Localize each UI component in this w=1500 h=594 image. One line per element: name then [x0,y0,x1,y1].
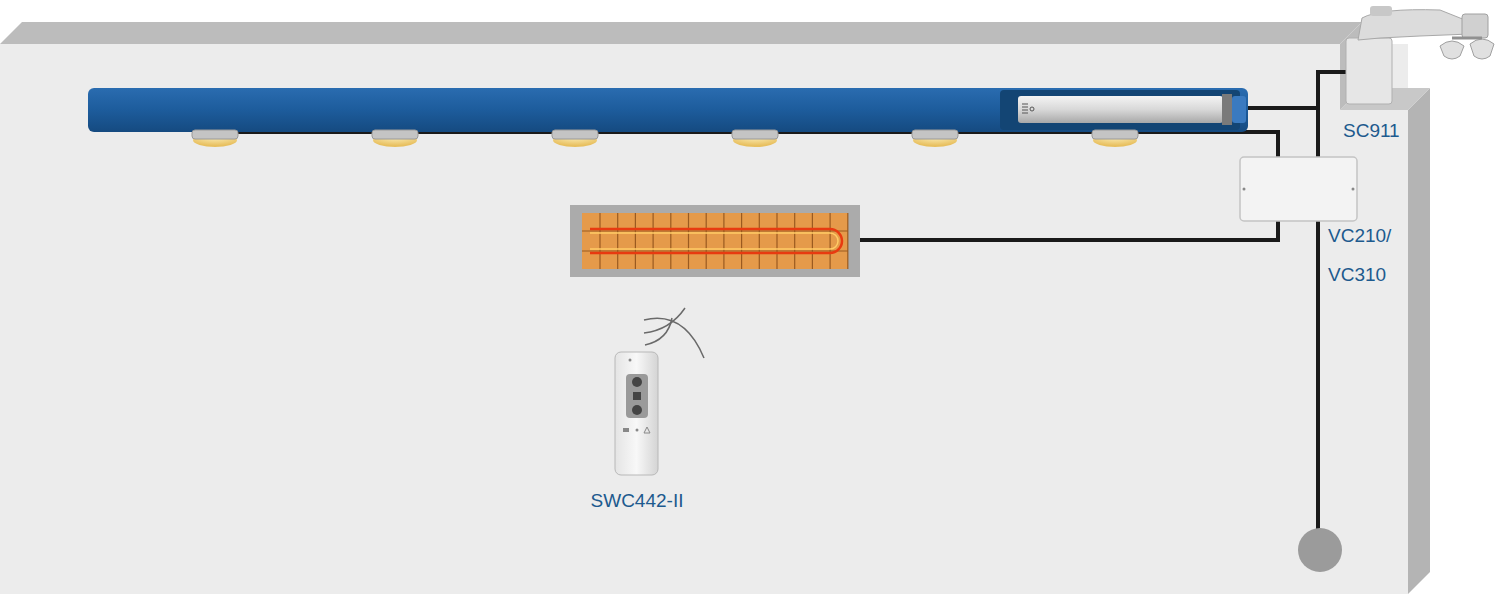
remote-down-key [632,405,642,415]
grid-line [794,213,795,269]
wall-switch [1298,528,1342,572]
grid-line [599,213,600,269]
grid-line [688,213,689,269]
grid-line [617,213,618,269]
led-cap [1092,130,1138,139]
sensor-label: SC911 [1343,111,1400,150]
control-box [1240,157,1357,221]
remote-icon [623,428,629,432]
led-cap [552,130,598,139]
led-cap [372,130,418,139]
heater-tube [590,229,842,253]
remote-stop-key [633,392,641,400]
grid-line [829,213,830,269]
wiring [200,72,1350,530]
grid-line [759,213,760,269]
sensor-knob [1370,6,1392,16]
motor-slots [1022,104,1028,113]
grid-line [812,213,813,269]
grid-line [741,213,742,269]
radio-waves [644,308,704,358]
grid-line [670,213,671,269]
led-cap [912,130,958,139]
wall-face [0,44,1408,594]
remote-icon [644,427,650,433]
wall-top [0,22,1362,44]
heater-element [582,213,848,269]
remote-up-key [632,377,642,387]
led-cap [192,130,238,139]
remote-label: SWC442-II [591,481,684,520]
grid-line [723,213,724,269]
control-box-screw [1352,188,1355,191]
motor-dot [1030,107,1034,111]
remote-keypad [626,374,648,418]
grid-line [635,213,636,269]
grid-line [776,213,777,269]
tube-motor [1018,96,1223,123]
tube-end [1000,90,1240,130]
control-box-screw [1243,188,1246,191]
led-lights [192,130,1138,147]
wall-side [1408,88,1430,594]
sensor-rod [1452,37,1482,40]
controller-label: VC210/ VC310 [1328,216,1398,294]
grid-line [652,213,653,269]
heater-frame [570,205,860,277]
grid-line [582,250,848,251]
motor-head [1222,94,1232,125]
remote-body [615,352,658,475]
sensor-head [1462,14,1488,38]
grid-line [706,213,707,269]
heater-tube-glow [590,233,838,249]
grid-line [582,230,848,231]
motor-cap [1232,96,1246,123]
sensor-cup [1470,39,1494,59]
remote-icon [636,429,639,432]
grid-line [847,213,848,269]
sensor-bracket [1346,38,1392,104]
led-cap [732,130,778,139]
awning-tube [88,88,1248,132]
remote-logo [629,359,632,362]
heater-grid [582,213,848,269]
sensor-cup [1440,41,1464,59]
